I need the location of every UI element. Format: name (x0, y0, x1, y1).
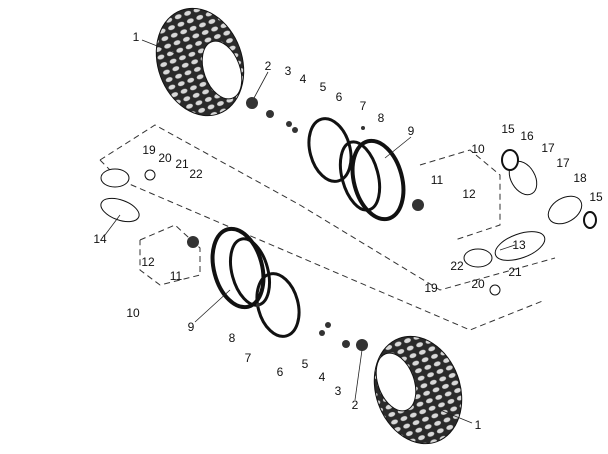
callout-4: 4 (318, 370, 326, 384)
callout-8: 8 (377, 111, 385, 125)
callout-14: 14 (93, 232, 107, 246)
tire-top (155, 7, 245, 117)
callout-3: 3 (284, 64, 292, 78)
callout-22: 22 (450, 259, 464, 273)
callout-12: 12 (462, 187, 476, 201)
callout-19: 19 (424, 281, 438, 295)
callout-4: 4 (299, 72, 307, 86)
callout-19: 19 (142, 143, 156, 157)
wheel-rim-bottom (210, 226, 301, 338)
callout-10: 10 (471, 142, 485, 156)
callout-1: 1 (474, 418, 482, 432)
callout-9: 9 (187, 320, 195, 334)
callout-2: 2 (351, 398, 359, 412)
callout-8: 8 (228, 331, 236, 345)
callout-9: 9 (407, 124, 415, 138)
callout-3: 3 (334, 384, 342, 398)
callout-17: 17 (556, 156, 570, 170)
callout-2: 2 (264, 59, 272, 73)
callout-17: 17 (541, 141, 555, 155)
callout-6: 6 (335, 90, 343, 104)
callout-5: 5 (301, 357, 309, 371)
tire-bottom (373, 335, 463, 445)
callout-13: 13 (512, 238, 526, 252)
callout-6: 6 (276, 365, 284, 379)
leader-lines (104, 39, 516, 424)
callout-20: 20 (158, 151, 172, 165)
callout-10: 10 (126, 306, 140, 320)
callout-12: 12 (141, 255, 155, 269)
callout-11: 11 (430, 173, 444, 187)
callout-22: 22 (189, 167, 203, 181)
callout-1: 1 (132, 30, 140, 44)
wheel-rim-top (307, 117, 406, 222)
callout-21: 21 (175, 157, 189, 171)
drive-shafts (100, 149, 597, 296)
callout-18: 18 (573, 171, 587, 185)
callout-21: 21 (508, 265, 522, 279)
callout-7: 7 (244, 351, 252, 365)
callout-11: 11 (169, 269, 183, 283)
callout-5: 5 (319, 80, 327, 94)
callout-16: 16 (520, 129, 534, 143)
callout-15: 15 (501, 122, 515, 136)
callout-20: 20 (471, 277, 485, 291)
callout-7: 7 (359, 99, 367, 113)
hardware-parts (187, 97, 424, 351)
callout-15: 15 (589, 190, 603, 204)
